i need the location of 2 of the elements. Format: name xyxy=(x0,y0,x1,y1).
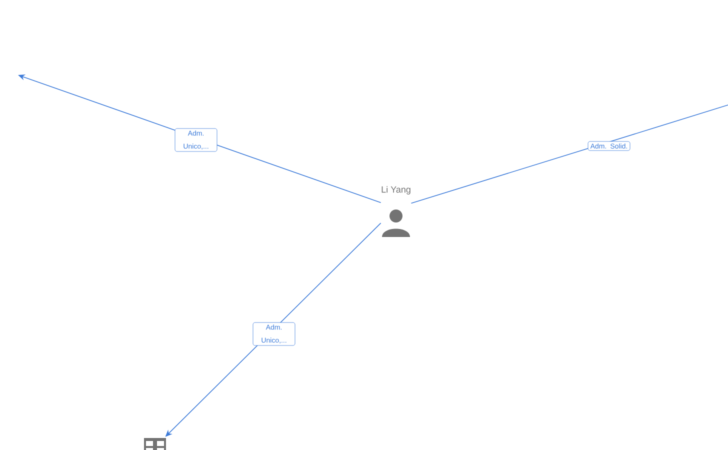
person-name: Li Yang xyxy=(382,186,410,194)
building-icon xyxy=(144,438,166,450)
